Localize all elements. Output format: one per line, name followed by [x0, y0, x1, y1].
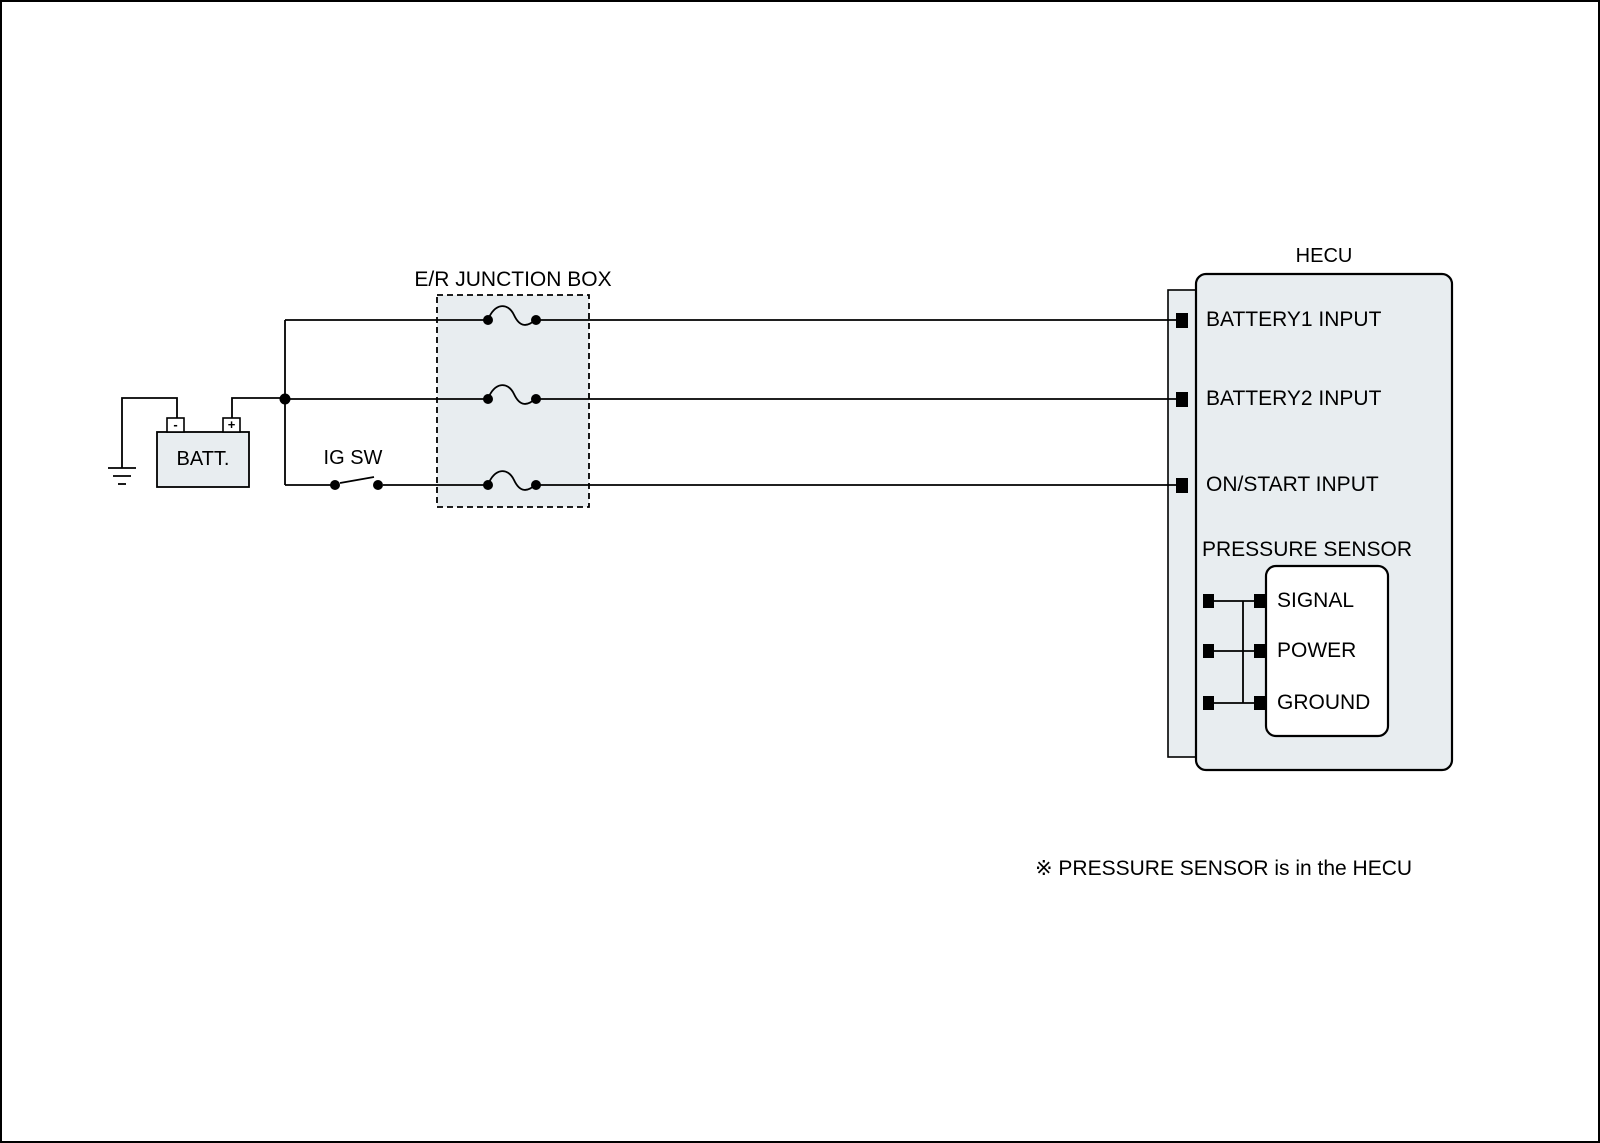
ignition-switch-label: IG SW: [323, 446, 383, 469]
pressure-sensor-pin-ground-label: GROUND: [1277, 691, 1371, 714]
ignition-switch-symbol: [330, 476, 486, 490]
hecu-input-onstart-label: ON/START INPUT: [1206, 473, 1379, 496]
hecu-input-terminals: [1176, 313, 1188, 493]
pressure-sensor-terminals: [1203, 594, 1265, 710]
pressure-sensor-label: PRESSURE SENSOR: [1202, 538, 1413, 561]
hecu-input-battery2-label: BATTERY2 INPUT: [1206, 387, 1382, 410]
pressure-sensor-pin-signal-label: SIGNAL: [1277, 589, 1355, 612]
junction-box-shape: [436, 294, 590, 508]
fuse-3: [483, 470, 541, 491]
pressure-sensor-wires: [1213, 600, 1254, 704]
junction-dot: [279, 393, 291, 405]
fuse-2: [483, 384, 541, 405]
battery-label: BATT.: [176, 448, 230, 470]
ground-symbol: [108, 397, 178, 485]
junction-box-label: E/R JUNCTION BOX: [414, 268, 612, 291]
footnote: ※ PRESSURE SENSOR is in the HECU: [1035, 856, 1413, 880]
pressure-sensor-pin-power-label: POWER: [1277, 639, 1357, 662]
hecu-supply-wires: [536, 319, 1178, 486]
battery-positive-wire: [231, 397, 285, 418]
distribution-wires: [284, 319, 486, 486]
hecu-input-battery1-label: BATTERY1 INPUT: [1206, 308, 1382, 331]
battery-symbol: [156, 417, 250, 488]
battery-plus-terminal-label: +: [227, 416, 236, 432]
battery-minus-terminal-label: -: [173, 416, 178, 432]
fuse-1: [483, 305, 541, 326]
hecu-connector-strip: [1167, 289, 1197, 758]
hecu-label: HECU: [1295, 244, 1353, 267]
pressure-sensor-box-shape: [1264, 564, 1390, 738]
